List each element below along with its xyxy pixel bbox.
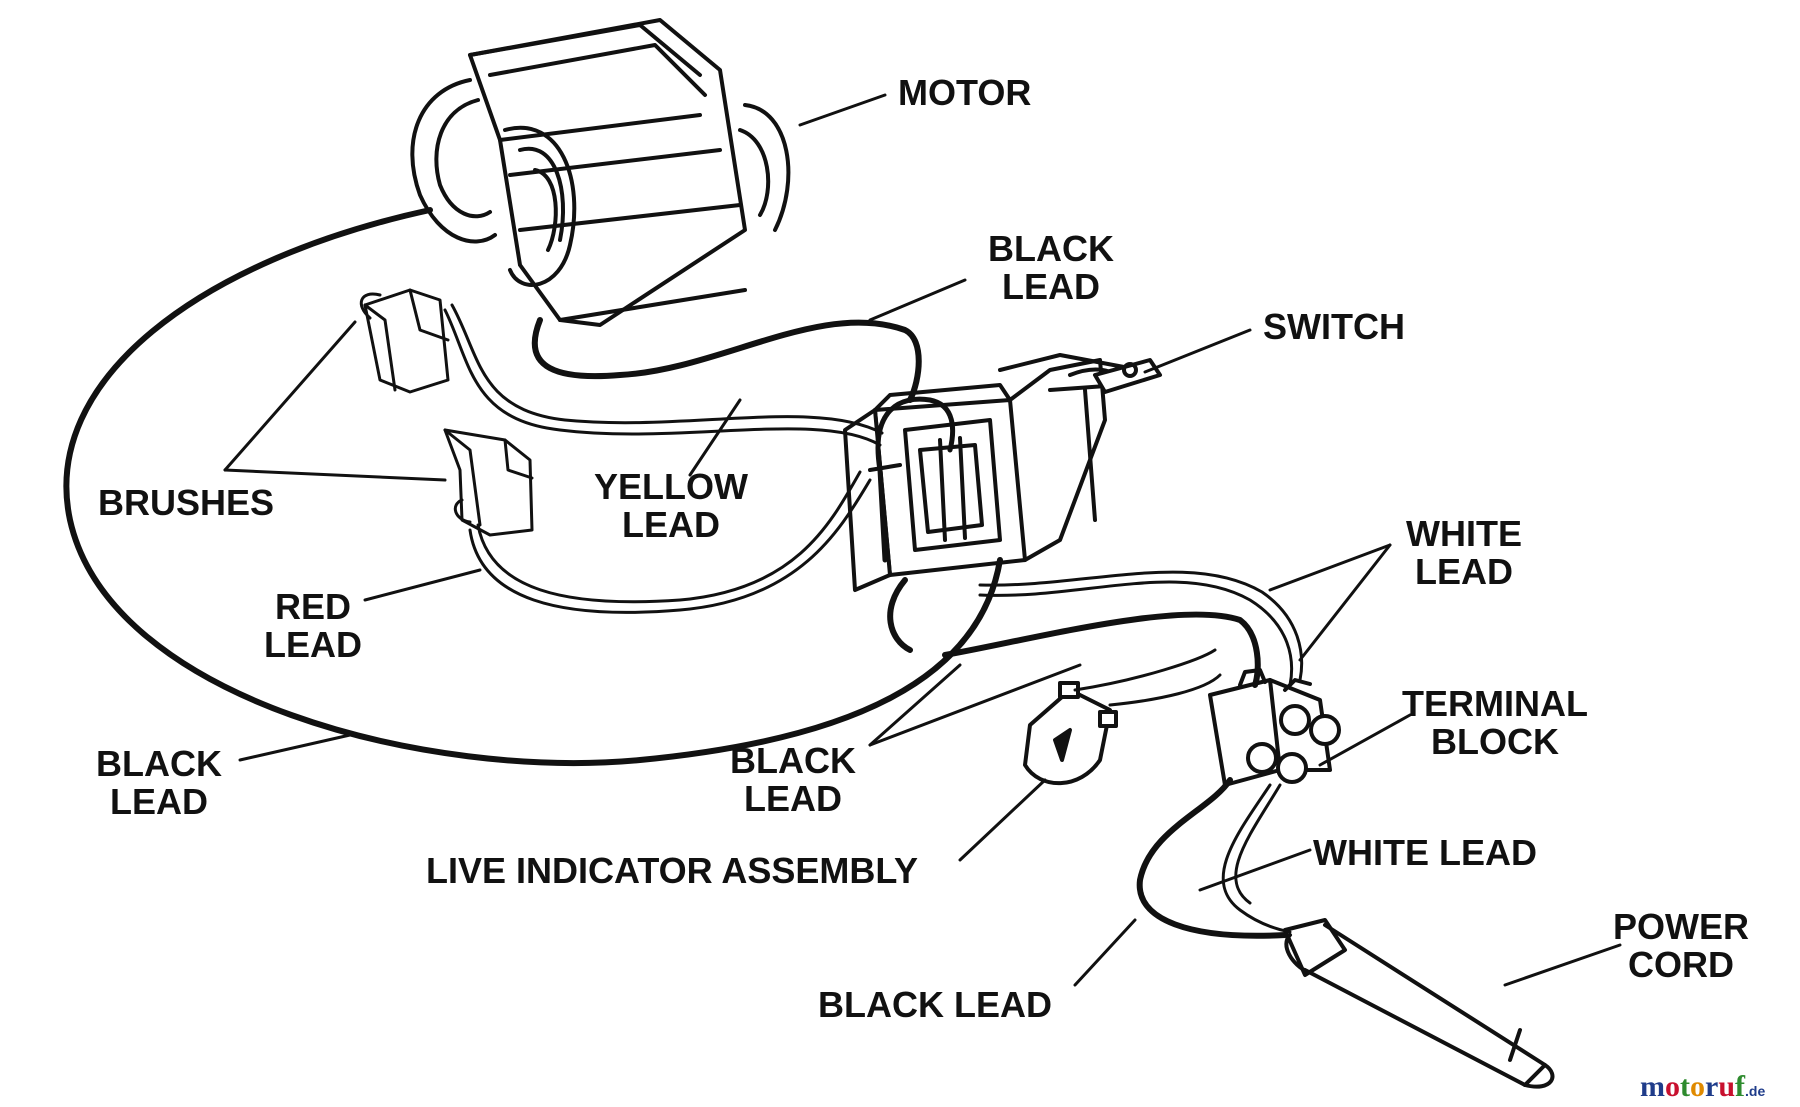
label-brushes-text: BRUSHES [98,482,275,523]
live-indicator [1023,681,1118,786]
watermark-tld: .de [1745,1083,1766,1099]
label-terminal-block-line1: TERMINAL [1402,683,1588,724]
label-live-indicator-assembly: LIVE INDICATOR ASSEMBLY [426,852,918,890]
label-black-lead-left-line2: LEAD [109,781,208,822]
label-black-lead-mid-line1: BLACK [730,740,856,781]
watermark-letter: t [1680,1070,1690,1103]
label-black-lead-left-line1: BLACK [96,743,222,784]
label-power-cord-line1: POWER [1613,906,1750,947]
label-switch-text: SWITCH [1263,306,1405,347]
label-yellow-lead-line1: YELLOW [594,466,748,507]
label-yellow-lead-line2: LEAD [621,504,720,545]
label-white-lead-upper: WHITE LEAD [1406,515,1522,591]
label-black-lead-top-line1: BLACK [988,228,1114,269]
label-white-lead-lower: WHITE LEAD [1313,834,1537,872]
watermark-letter: o [1665,1070,1680,1103]
label-black-lead-mid-line2: LEAD [743,778,842,819]
watermark-letter: u [1718,1070,1736,1103]
label-red-lead: RED LEAD [264,588,362,664]
label-terminal-block-line2: BLOCK [1430,721,1559,762]
label-live-indicator-assembly-text: LIVE INDICATOR ASSEMBLY [426,850,919,891]
label-motor: MOTOR [898,74,1031,112]
watermark-letter: f [1735,1070,1746,1103]
label-white-lead-lower-text: WHITE LEAD [1313,832,1537,873]
label-red-lead-line1: RED [274,586,351,627]
brush-lower [443,428,534,537]
label-brushes: BRUSHES [98,484,274,522]
label-white-lead-upper-line1: WHITE [1406,513,1522,554]
watermark-letter: o [1690,1070,1705,1103]
label-black-lead-bottom-text: BLACK LEAD [818,984,1052,1025]
label-motor-text: MOTOR [898,72,1032,113]
label-black-lead-top: BLACK LEAD [988,230,1114,306]
watermark-letter: r [1705,1070,1719,1103]
terminal-block [1208,668,1341,787]
wires [63,207,1304,939]
power-cord [1283,918,1555,1089]
label-black-lead-bottom: BLACK LEAD [818,986,1052,1024]
label-black-lead-top-line2: LEAD [1001,266,1100,307]
switch-body [843,353,1162,592]
label-power-cord: POWER CORD [1613,908,1749,984]
watermark-letter: m [1640,1070,1665,1103]
label-red-lead-line2: LEAD [264,624,362,665]
label-yellow-lead: YELLOW LEAD [594,468,748,544]
label-black-lead-left: BLACK LEAD [96,745,222,821]
label-switch: SWITCH [1263,308,1405,346]
label-power-cord-line2: CORD [1628,944,1734,985]
brush-upper [359,288,450,394]
label-black-lead-mid: BLACK LEAD [730,742,856,818]
watermark: motoruf.de [1640,1070,1765,1104]
leader-lines [223,93,1622,987]
motor-field [410,18,791,327]
label-white-lead-upper-line2: LEAD [1414,551,1513,592]
label-terminal-block: TERMINAL BLOCK [1402,685,1588,761]
